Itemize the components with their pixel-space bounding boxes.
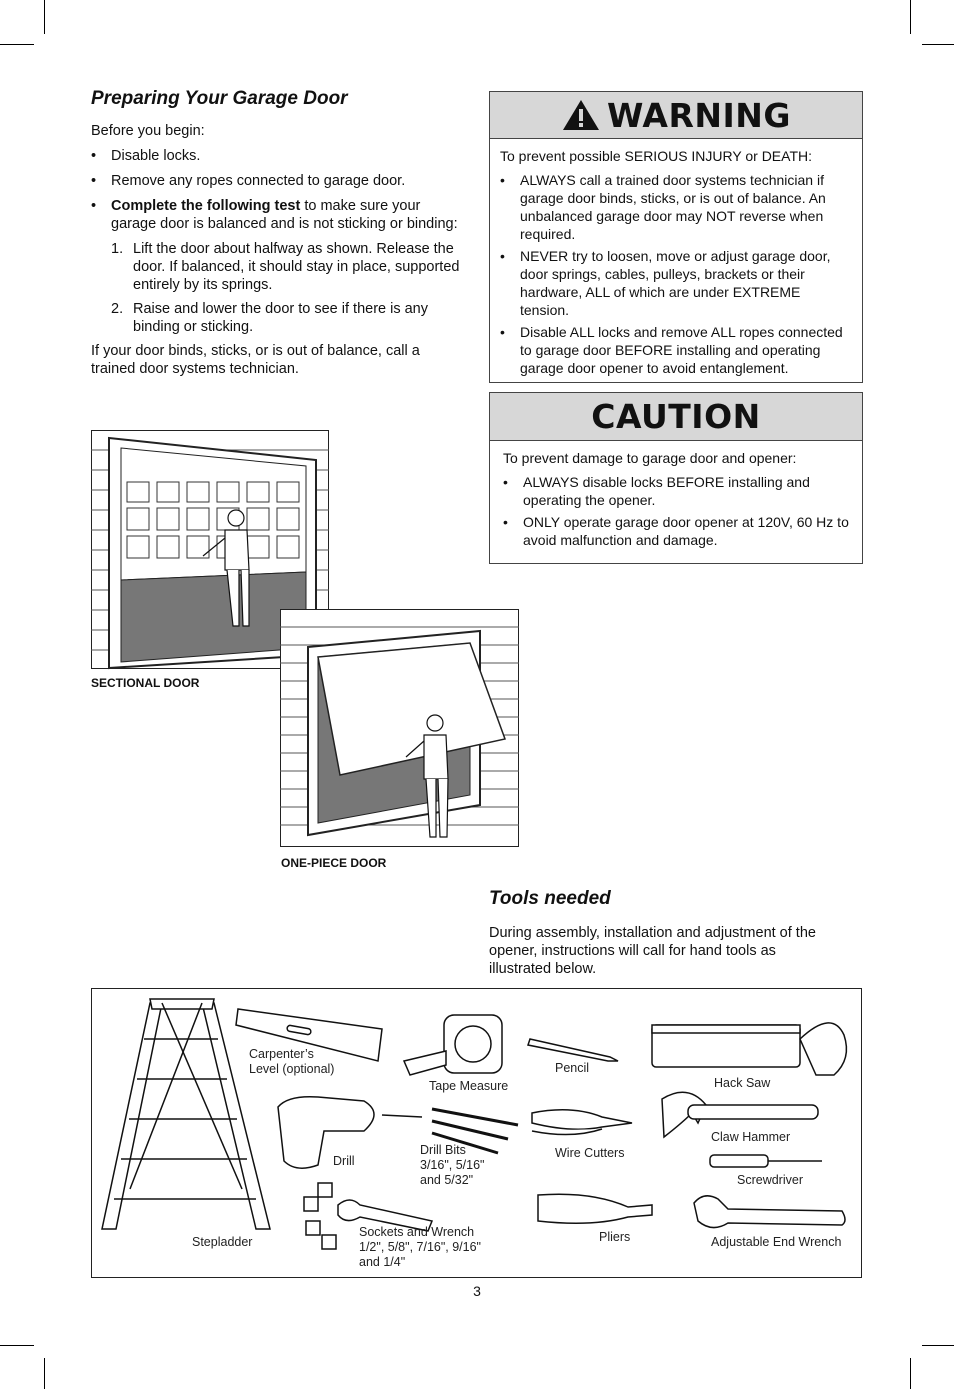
bullet-complete-test: Complete the following test to make sure…: [91, 197, 466, 233]
tool-label-stepladder: Stepladder: [192, 1235, 253, 1249]
tool-label-level: Carpenter’s Level (optional): [249, 1047, 335, 1076]
drill-bits-icon: [431, 1107, 519, 1155]
tools-section: Tools needed During assembly, installati…: [489, 888, 829, 978]
caution-intro: To prevent damage to garage door and ope…: [503, 450, 797, 466]
tool-label-tape: Tape Measure: [429, 1079, 509, 1093]
screwdriver-icon: [709, 1154, 822, 1168]
tool-label-hacksaw: Hack Saw: [714, 1076, 771, 1090]
step-item: 1. Lift the door about halfway as shown. …: [111, 240, 466, 294]
crop-mark: [922, 1345, 954, 1346]
tool-label-pencil: Pencil: [555, 1061, 590, 1075]
tools-intro: During assembly, installation and adjust…: [489, 925, 816, 977]
crop-mark: [0, 44, 34, 45]
caution-item: ALWAYS disable locks BEFORE installing a…: [503, 473, 852, 509]
step-number: 2.: [111, 301, 124, 317]
tool-label-wrench: Adjustable End Wrench: [711, 1235, 842, 1249]
warning-intro: To prevent possible SERIOUS INJURY or DE…: [500, 148, 812, 164]
tool-label-hammer: Claw Hammer: [711, 1130, 791, 1144]
stepladder-icon: [101, 998, 271, 1230]
preparing-closing: If your door binds, sticks, or is out of…: [91, 343, 420, 377]
tools-illustration: [101, 998, 848, 1250]
step-number: 1.: [111, 241, 124, 257]
tool-label-sockets: Sockets and Wrench 1/2", 5/8", 7/16", 9/…: [359, 1225, 481, 1269]
crop-mark: [44, 1358, 45, 1389]
tool-label-wirecutters: Wire Cutters: [555, 1146, 625, 1160]
step-text: Raise and lower the door to see if there…: [133, 301, 428, 335]
warning-header: WARNING: [490, 92, 862, 139]
tools-box: Carpenter’s Level (optional) Tape Measur…: [91, 988, 862, 1278]
crop-mark: [910, 0, 911, 34]
tool-label-bits: Drill Bits 3/16", 5/16" and 5/32": [420, 1143, 485, 1187]
sockets-wrench-icon: [303, 1182, 434, 1250]
caution-title: CAUTION: [591, 397, 761, 436]
step-text: Lift the door about halfway as shown. Re…: [133, 241, 460, 293]
claw-hammer-icon: [661, 1091, 819, 1139]
crop-mark: [910, 1358, 911, 1389]
sectional-door-caption: SECTIONAL DOOR: [91, 676, 200, 690]
tape-measure-icon: [402, 1014, 503, 1076]
wire-cutters-icon: [531, 1109, 633, 1136]
preparing-title: Preparing Your Garage Door: [91, 88, 348, 109]
sectional-door-illustration: [91, 430, 329, 670]
preparing-intro: Before you begin:: [91, 123, 205, 139]
bullet-remove-ropes: Remove any ropes connected to garage doo…: [91, 172, 466, 190]
crop-mark: [922, 44, 954, 45]
tool-label-pliers: Pliers: [599, 1230, 631, 1244]
crop-mark: [44, 0, 45, 34]
adjustable-wrench-icon: [693, 1195, 846, 1229]
caution-item: ONLY operate garage door opener at 120V,…: [503, 513, 852, 549]
bullet-disable-locks: Disable locks.: [91, 147, 466, 165]
test-rest-text: to make sure your garage door is balance…: [111, 198, 458, 232]
tools-title: Tools needed: [489, 888, 611, 909]
hacksaw-icon: [651, 1022, 848, 1076]
warning-title: WARNING: [607, 95, 791, 135]
tool-label-screwdriver: Screwdriver: [737, 1173, 803, 1187]
warning-box: WARNING To prevent possible SERIOUS INJU…: [489, 91, 863, 383]
caution-header: CAUTION: [490, 393, 862, 441]
step-item: 2. Raise and lower the door to see if the…: [111, 300, 466, 336]
page-number: 3: [473, 1283, 481, 1299]
pencil-icon: [527, 1038, 619, 1062]
warning-item: ALWAYS call a trained door systems techn…: [500, 171, 852, 243]
warning-item: NEVER try to loosen, move or adjust gara…: [500, 247, 852, 319]
one-piece-door-caption: ONE-PIECE DOOR: [281, 856, 387, 870]
crop-mark: [0, 1345, 34, 1346]
tool-label-drill: Drill: [333, 1154, 355, 1168]
caution-box: CAUTION To prevent damage to garage door…: [489, 392, 863, 564]
one-piece-door-illustration: [280, 609, 519, 847]
drill-icon: [277, 1095, 423, 1169]
level-icon: [235, 1008, 383, 1062]
warning-item: Disable ALL locks and remove ALL ropes c…: [500, 323, 852, 377]
warning-triangle-icon: [563, 100, 600, 130]
test-bold-text: Complete the following test: [111, 198, 301, 214]
preparing-section: Preparing Your Garage Door Before you be…: [91, 88, 466, 378]
pliers-icon: [537, 1193, 653, 1224]
